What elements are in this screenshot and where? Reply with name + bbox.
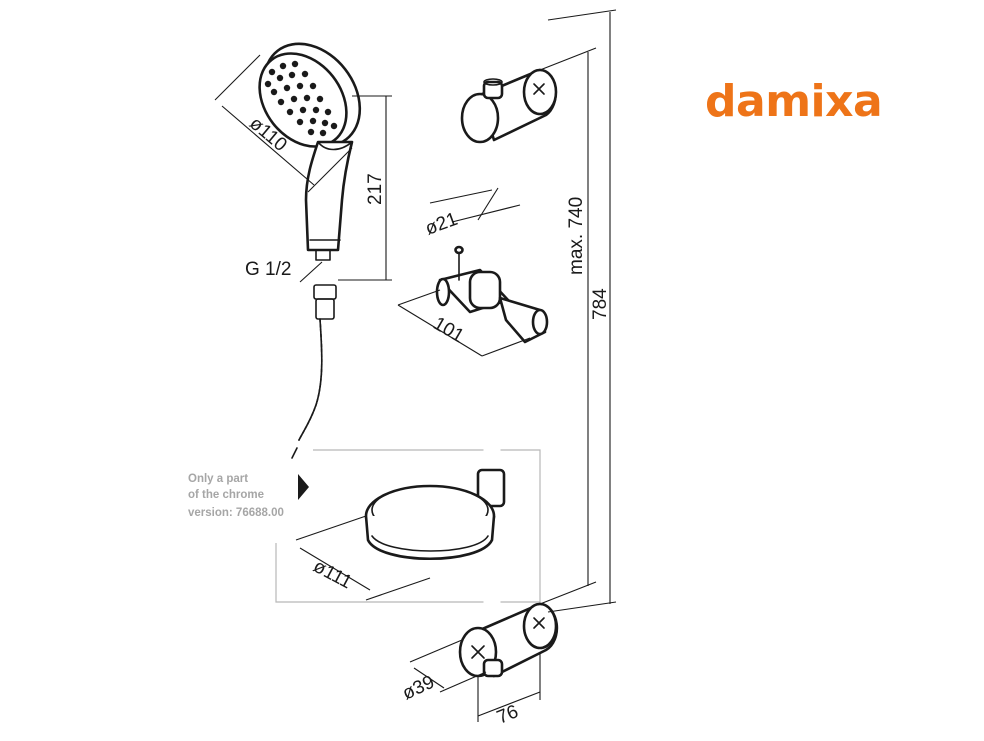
label-thread: G 1/2 — [245, 259, 291, 280]
label-max-length: max. 740 — [566, 197, 587, 275]
arrow-right-icon — [298, 474, 309, 500]
shower-hose — [291, 284, 337, 459]
label-bracket-depth: 76 — [494, 701, 521, 728]
label-handle-length: 217 — [365, 173, 386, 205]
label-total-length: 784 — [590, 288, 611, 320]
label-soap-dish-diameter: ø111 — [310, 556, 356, 594]
note-line-3: version: 76688.00 — [188, 507, 284, 519]
top-wall-bracket — [460, 68, 558, 144]
soap-dish — [364, 468, 506, 560]
dimension-total-length: 784 — [547, 9, 617, 613]
note-line-1: Only a part — [188, 473, 248, 485]
dimension-rail-diameter: ø21 — [423, 187, 521, 240]
nozzle-pattern — [264, 60, 338, 137]
bottom-wall-bracket — [458, 602, 559, 678]
label-rail-diameter: ø21 — [423, 209, 461, 240]
label-holder-width: 101 — [430, 313, 468, 347]
dimension-handle-length: 217 — [338, 95, 392, 281]
partial-frame — [275, 449, 541, 603]
partial-note: Only a part of the chrome version: 76688… — [188, 473, 309, 519]
dimension-max-length: max. 740 — [539, 47, 597, 605]
sliding-holder — [435, 245, 549, 344]
thread-callout: G 1/2 — [245, 259, 323, 283]
note-line-2: of the chrome — [188, 489, 264, 501]
label-bracket-diameter: ø39 — [399, 672, 438, 705]
shower-head — [258, 42, 362, 261]
brand-logo: damixa — [705, 76, 882, 127]
